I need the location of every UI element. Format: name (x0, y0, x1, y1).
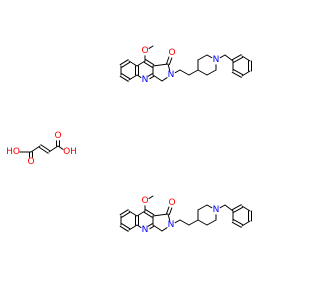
mol2-bond-7-b (147, 223, 153, 227)
mol1-bond-13 (167, 63, 171, 71)
mol1-bond-15-a (168, 57, 173, 66)
mol1-bond-27 (219, 54, 226, 59)
mol1-bond-30 (241, 55, 251, 62)
mol1-bond-29-a (233, 56, 244, 63)
mol2-bond-0-b (119, 225, 129, 232)
mol2-bond-10 (136, 210, 146, 217)
mol1-bond-5 (128, 74, 138, 81)
mol2-bond-20 (188, 219, 199, 226)
mol1-bond-28 (224, 54, 234, 62)
mol2-bond-28 (224, 204, 234, 212)
mol1-bond-2-a (121, 61, 131, 68)
mol2-bond-3 (128, 210, 138, 217)
mol1-bond-0-a (121, 73, 131, 80)
mol1-bond-17 (148, 45, 154, 49)
mol2-bond-22 (206, 219, 217, 226)
mol1-bond-24 (206, 54, 213, 59)
mol2-bond-32 (241, 220, 251, 227)
mol1-atom-np: N (213, 55, 220, 65)
mol2-bond-17 (148, 195, 154, 199)
mol2-bond-29-b (231, 204, 242, 211)
mol2-bond-14 (152, 213, 169, 217)
mol1-bond-11 (152, 74, 163, 82)
acid-atom-ho: HO (6, 147, 20, 157)
mol2-bond-7-a (149, 225, 155, 230)
acid-bond-3-a (38, 146, 49, 154)
acid-bond-6 (57, 145, 64, 150)
mol2-atom-oc: O (168, 198, 175, 208)
mol2-bond-15-b (166, 206, 170, 214)
mol2-bond-11 (152, 224, 163, 232)
mol2-bond-27 (219, 204, 226, 209)
mol2-atom-nq: N (142, 225, 149, 235)
mol2-atom-om: O (141, 196, 148, 206)
mol1-bond-18 (174, 69, 181, 74)
mol2-bond-2-b (119, 209, 129, 216)
mol2-bond-30 (241, 205, 251, 212)
mol2-bond-21 (197, 219, 208, 226)
mol1-atom-om: O (141, 46, 148, 56)
mol2-bond-12 (161, 227, 168, 232)
mol2-bond-18 (174, 219, 181, 224)
mol1-bond-15-b (166, 56, 170, 64)
mol2-bond-33-b (231, 221, 242, 228)
acid-bond-4 (48, 145, 59, 153)
acid-bond-3-b (40, 144, 51, 152)
mol1-atom-nq: N (142, 75, 149, 85)
mol2-bond-19 (179, 219, 190, 226)
mol2-bond-24 (206, 204, 213, 209)
mol2-bond-6 (136, 224, 142, 228)
mol2-bond-5 (128, 224, 138, 231)
mol1-bond-29-b (231, 54, 242, 61)
mol1-bond-33-b (231, 71, 242, 78)
mol1-bond-10 (136, 60, 146, 67)
molecule-bottom: N N O O N (119, 195, 252, 235)
mol2-atom-np: N (213, 205, 220, 215)
acid-atom-oh: OH (63, 147, 77, 157)
mol1-bond-9-b (143, 61, 153, 68)
mol1-atom-nl: N (168, 70, 175, 80)
mol1-bond-19 (179, 69, 190, 76)
mol2-bond-15-a (168, 207, 173, 216)
mol1-bond-7-a (149, 75, 155, 80)
mol2-atom-nl: N (168, 220, 175, 230)
mol1-bond-33-a (233, 69, 244, 76)
mol2-bond-9-a (145, 209, 155, 216)
mol2-bond-9-b (143, 211, 153, 218)
mol1-bond-9-a (145, 59, 155, 66)
mol1-atom-oc: O (168, 48, 175, 58)
mol2-bond-13 (167, 213, 171, 221)
mol2-bond-2-a (121, 211, 131, 218)
mol1-bond-25 (197, 54, 208, 61)
mol1-bond-20 (188, 69, 199, 76)
mol1-bond-21 (197, 69, 208, 76)
mol1-bond-14 (152, 63, 169, 67)
molecule-top: N N O O N (119, 45, 252, 85)
mol2-bond-33-a (233, 219, 244, 226)
mol2-bond-0-a (121, 223, 131, 230)
mol1-bond-7-b (147, 73, 153, 77)
mol1-bond-12 (161, 77, 168, 82)
mol1-bond-22 (206, 69, 217, 76)
mol1-bond-6 (136, 74, 142, 78)
acid-atom-o1: O (27, 157, 34, 167)
mol1-bond-3 (128, 60, 138, 67)
acid-bond-2 (30, 145, 41, 153)
mol1-bond-32 (241, 70, 251, 77)
mol1-bond-0-b (119, 75, 129, 82)
acid-atom-o2: O (54, 131, 61, 141)
mol2-bond-25 (197, 204, 208, 211)
mol1-bond-2-b (119, 59, 129, 66)
mol2-bond-29-a (233, 206, 244, 213)
